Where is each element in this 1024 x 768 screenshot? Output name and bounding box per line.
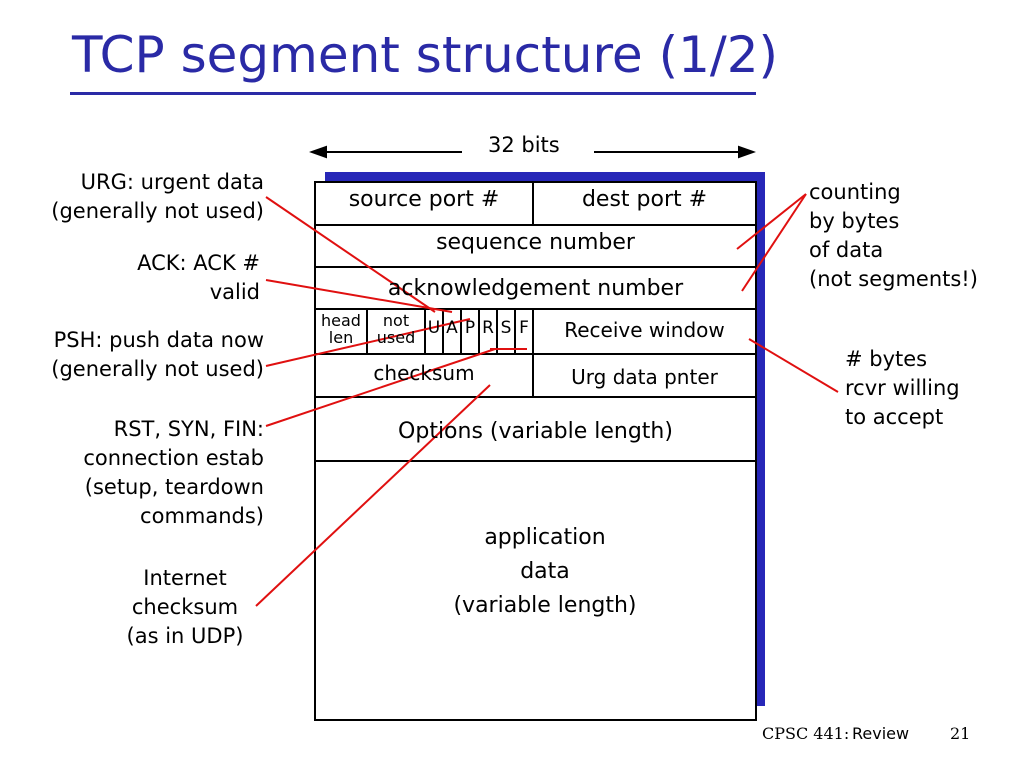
title-underline [70, 92, 756, 95]
urg-leader-line [265, 196, 436, 313]
sequence-number-field: sequence number [436, 230, 635, 255]
psh-leader-line [265, 318, 471, 367]
flag-rst: R [482, 318, 494, 338]
flag-psh: P [464, 318, 476, 338]
options-field: Options (variable length) [398, 419, 673, 444]
ack-number-field: acknowledgement number [387, 276, 684, 301]
flag-urg: U [427, 318, 441, 338]
urg-annotation: URG: urgent data(generally not used) [51, 170, 264, 223]
page-number: 21 [950, 724, 971, 743]
width-arrows [309, 145, 756, 159]
ack-annotation: ACK: ACK #valid [137, 251, 260, 304]
window-leader-line [748, 338, 839, 393]
psh-annotation: PSH: push data now(generally not used) [51, 328, 264, 381]
footer-course: CPSC 441: [762, 724, 850, 743]
width-label: 32 bits [488, 133, 560, 157]
rst-syn-fin-annotation: RST, SYN, FIN:connection estab (setup, t… [83, 417, 264, 528]
checksum-field: checksum [373, 361, 475, 385]
flag-syn: S [500, 318, 512, 338]
leader-lines [255, 193, 839, 607]
footer-topic: Review [852, 724, 910, 743]
slide-title: TCP segment structure (1/2) [72, 26, 779, 84]
receive-window-field: Receive window [564, 318, 725, 342]
ack-leader-line [265, 279, 453, 313]
flag-fin: F [519, 318, 529, 338]
counting-leader-line-1 [736, 193, 807, 250]
dest-port-field: dest port # [581, 187, 708, 212]
source-port-field: source port # [348, 187, 500, 212]
segment-box [314, 181, 757, 721]
checksum-leader-line [255, 384, 491, 607]
flag-ack: A [446, 318, 458, 338]
rst-leader-line [265, 348, 496, 427]
counting-leader-line-2 [741, 193, 807, 292]
urg-pointer-field: Urg data pnter [571, 365, 718, 389]
app-data-field: application data (variable length) [453, 525, 637, 618]
row-dividers [315, 182, 756, 462]
